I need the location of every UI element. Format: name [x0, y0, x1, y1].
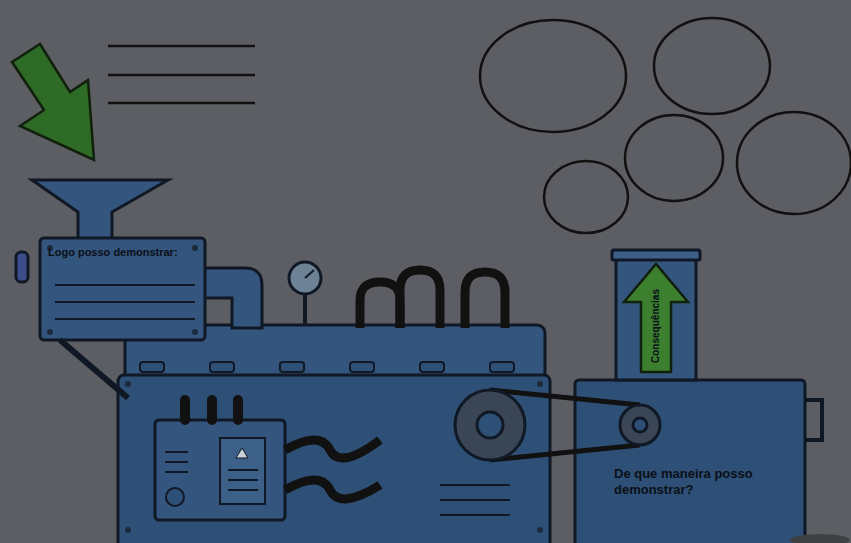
blank-lines — [108, 46, 255, 103]
label-text: De que maneira posso demonstrar? — [614, 466, 774, 497]
question-label: De que maneira posso demonstrar? — [614, 466, 774, 498]
thought-ellipses — [480, 18, 851, 233]
output-arrow — [624, 264, 688, 372]
hopper-label: Logo posso demonstrar: — [48, 246, 198, 260]
shadow — [790, 534, 850, 543]
machine-body — [16, 180, 822, 543]
arrow-label: Consequências — [650, 289, 662, 363]
input-arrow — [12, 44, 94, 160]
label-text: Consequências — [650, 289, 662, 363]
label-text: Logo posso demonstrar: — [48, 246, 198, 259]
